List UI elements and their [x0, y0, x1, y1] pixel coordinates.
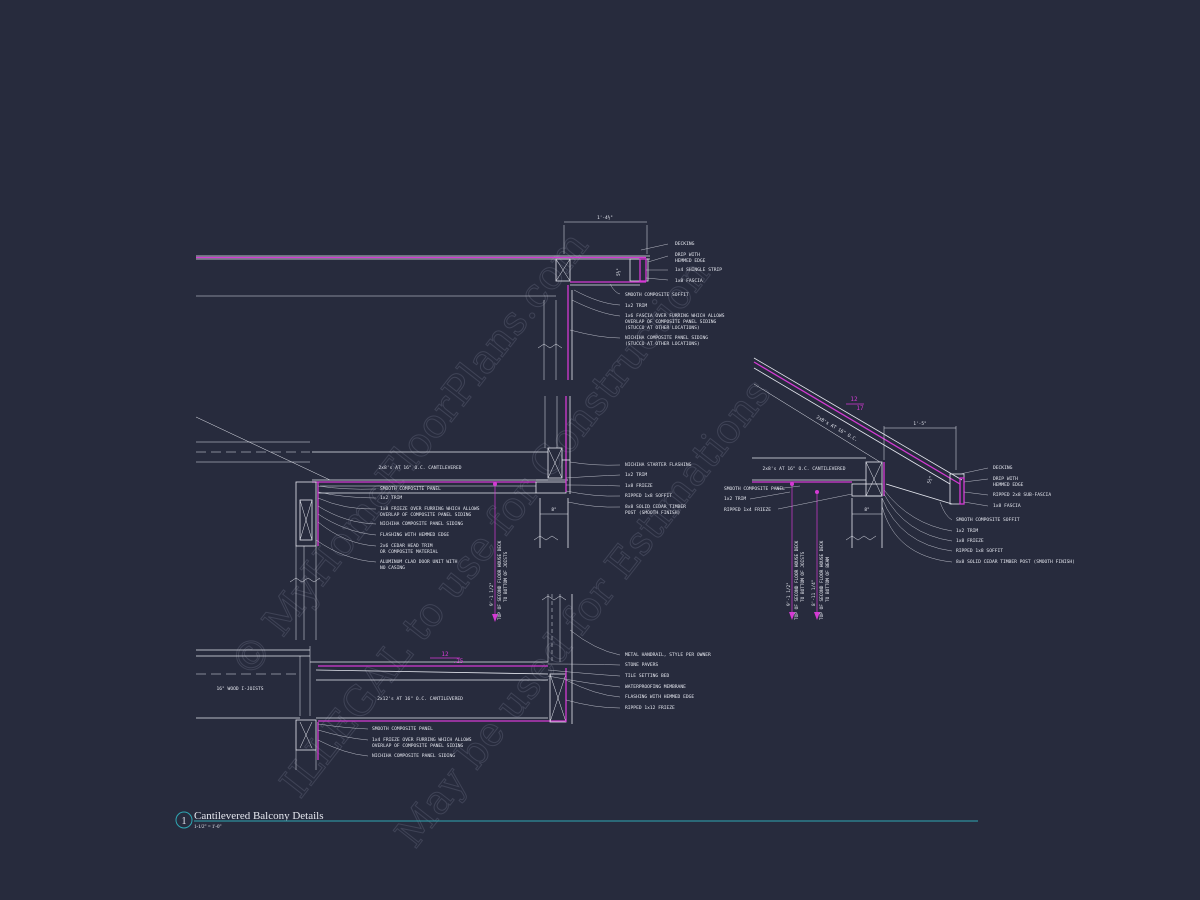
right-right-labels: DECKING DRIP WITH HEMMED EDGE RIPPED 2x8…: [956, 465, 1075, 565]
label-hemmed-edge: HEMMED EDGE: [675, 258, 706, 264]
label-frieze-furring-1: 1x8 FRIEZE OVER FURRING WHICH ALLOWS: [380, 506, 480, 512]
middle-dim-post: 8": [551, 507, 556, 513]
label-head-trim-2: OR COMPOSITE MATERIAL: [380, 549, 438, 555]
label-trim: 1x2 TRIM: [625, 303, 647, 309]
top-labels: DECKING DRIP WITH HEMMED EDGE 1x4 SHINGL…: [625, 241, 725, 347]
label-r-trim: 1x2 TRIM: [956, 528, 978, 534]
label-r-sub-fascia: RIPPED 2x8 SUB-FASCIA: [993, 492, 1051, 498]
label-stone-pavers: STONE PAVERS: [625, 662, 658, 668]
top-eave-detail: 1'-4½" 5½" DECKING DRIP WITH HEMMED EDGE…: [196, 214, 725, 380]
label-nichiha-2: (STUCCO AT OTHER LOCATIONS): [625, 341, 700, 347]
label-frieze-furring-b2: OVERLAP OF COMPOSITE PANEL SIDING: [372, 743, 464, 749]
right-slope-run: 17: [856, 405, 864, 412]
middle-joist-label: 2x8's AT 16" O.C. CANTILEVERED: [379, 465, 462, 471]
label-head-trim-1: 2x6 CEDAR HEAD TRIM: [380, 543, 433, 549]
label-smooth-panel-b: SMOOTH COMPOSITE PANEL: [372, 726, 433, 732]
label-drip: DRIP WITH: [675, 252, 700, 258]
right-dim-fascia: 5½": [925, 475, 934, 485]
title-block: 1 Cantilevered Balcony Details 1-1/2" = …: [175, 810, 978, 830]
middle-right-labels: NICHIHA STARTER FLASHING 1x2 TRIM 1x8 FR…: [625, 462, 692, 516]
middle-vertical-note-1: TOP OF SECOND FLOOR HOUSE DECK: [497, 540, 503, 620]
right-vertical-note-1b: TO BOTTOM OF JOISTS: [800, 551, 806, 602]
label-fascia: 1x8 FASCIA: [675, 278, 703, 284]
label-r-trim: 1x2 TRIM: [724, 496, 746, 502]
label-shingle-strip: 1x4 SHINGLE STRIP: [675, 267, 722, 273]
label-ripped-soffit: RIPPED 1x8 SOFFIT: [625, 493, 672, 499]
middle-vertical-dim: 9'-1 1/2": [489, 582, 495, 606]
right-vertical-dim-2: 8'-11 1/4": [811, 580, 817, 606]
right-vertical-dim-1: 9'-1 1/2": [786, 582, 792, 606]
label-frieze-furring-b1: 1x4 FRIEZE OVER FURRING WHICH ALLOWS: [372, 737, 472, 743]
label-tile-bed: TILE SETTING BED: [625, 673, 669, 679]
label-nichiha-1: NICHIHA COMPOSITE PANEL SIDING: [625, 335, 708, 341]
label-waterproofing: WATERPROOFING MEMBRANE: [625, 684, 686, 690]
label-r-decking: DECKING: [993, 465, 1013, 471]
bottom-slope-run: .25: [453, 658, 464, 665]
label-cedar-post-1: 8x8 SOLID CEDAR TIMBER: [625, 504, 686, 510]
right-dim-post: 8": [864, 507, 869, 513]
label-r-hemmed-edge: HEMMED EDGE: [993, 482, 1024, 488]
right-vertical-note-2a: TOP OF SECOND FLOOR HOUSE DECK: [819, 540, 825, 620]
label-r-soffit: SMOOTH COMPOSITE SOFFIT: [956, 517, 1020, 523]
top-dim-overhang: 1'-4½": [597, 214, 613, 221]
middle-balcony-detail: 2x8's AT 16" O.C. CANTILEVERED 8" 9'-1 1…: [195, 396, 692, 640]
label-nichiha-siding-b: NICHIHA COMPOSITE PANEL SIDING: [372, 753, 455, 759]
right-vertical-note-1a: TOP OF SECOND FLOOR HOUSE DECK: [794, 540, 800, 620]
label-r-frieze: 1x8 FRIEZE: [956, 538, 984, 544]
iwood-label: 16" WOOD I-JOISTS: [216, 686, 263, 692]
label-r-smooth-panel: SMOOTH COMPOSITE PANEL: [724, 486, 785, 492]
bottom-left-labels: SMOOTH COMPOSITE PANEL 1x4 FRIEZE OVER F…: [372, 726, 472, 759]
label-door-unit-1: ALUMINUM CLAD DOOR UNIT WITH: [380, 559, 458, 565]
label-r-ripped-soffit: RIPPED 1x8 SOFFIT: [956, 548, 1003, 554]
bottom-slope-rise: 12: [441, 651, 449, 658]
label-starter-flashing: NICHIHA STARTER FLASHING: [625, 462, 692, 468]
label-decking: DECKING: [675, 241, 695, 247]
label-r-drip: DRIP WITH: [993, 476, 1018, 482]
label-fascia-furring-2: OVERLAP OF COMPOSITE PANEL SIDING: [625, 319, 717, 325]
label-frieze-1x8: 1x8 FRIEZE: [625, 483, 653, 489]
label-trim: 1x2 TRIM: [380, 495, 402, 501]
drawing-scale: 1-1/2" = 1'-0": [194, 825, 222, 830]
right-rafter-label: 2x8's AT 16" O.C.: [815, 415, 859, 444]
right-slope-rise: 12: [850, 396, 858, 403]
label-soffit: SMOOTH COMPOSITE SOFFIT: [625, 292, 689, 298]
right-dim-overhang: 1'-5": [913, 421, 926, 427]
detail-number-bubble: [175, 811, 193, 829]
label-r-cedar-post: 8x8 SOLID CEDAR TIMBER POST (SMOOTH FINI…: [956, 559, 1075, 565]
top-dim-fascia: 5½": [615, 268, 622, 276]
label-fascia-furring-1: 1x6 FASCIA OVER FURRING WHICH ALLOWS: [625, 313, 725, 319]
label-ripped-frieze: RIPPED 1x12 FRIEZE: [625, 705, 675, 711]
bottom-right-labels: METAL HANDRAIL, STYLE PER OWNER STONE PA…: [625, 652, 711, 711]
label-nichiha-siding: NICHIHA COMPOSITE PANEL SIDING: [380, 521, 463, 527]
label-frieze-furring-2: OVERLAP OF COMPOSITE PANEL SIDING: [380, 512, 472, 518]
label-r-fascia: 1x8 FASCIA: [993, 503, 1021, 509]
label-door-unit-2: NO CASING: [380, 565, 405, 571]
label-handrail: METAL HANDRAIL, STYLE PER OWNER: [625, 652, 711, 658]
label-flashing: FLASHING WITH HEMMED EDGE: [380, 532, 449, 538]
detail-number: 1: [182, 816, 187, 827]
bottom-balcony-detail: 16" WOOD I-JOISTS 12 .25 2x12's AT 16" O…: [196, 594, 711, 770]
bottom-joist-label: 2x12's AT 16" O.C. CANTILEVERED: [377, 696, 463, 702]
label-r-ripped-frieze: RIPPED 1x4 FRIEZE: [724, 507, 771, 513]
label-smooth-panel: SMOOTH COMPOSITE PANEL: [380, 486, 441, 492]
right-joist-label: 2x8's AT 16" O.C. CANTILEVERED: [763, 466, 846, 472]
middle-left-labels: SMOOTH COMPOSITE PANEL 1x2 TRIM 1x8 FRIE…: [380, 486, 480, 571]
right-left-labels: SMOOTH COMPOSITE PANEL 1x2 TRIM RIPPED 1…: [724, 486, 785, 513]
label-cedar-post-2: POST (SMOOTH FINISH): [625, 510, 680, 516]
middle-vertical-note-2: TO BOTTOM OF JOISTS: [503, 551, 509, 602]
right-vertical-note-2b: TO BOTTOM OF BEAM: [825, 557, 831, 602]
drawing-title: Cantilevered Balcony Details: [194, 810, 324, 822]
label-fascia-furring-3: (STUCCO AT OTHER LOCATIONS): [625, 325, 700, 331]
label-flashing-hemmed: FLASHING WITH HEMMED EDGE: [625, 694, 694, 700]
label-trim-1x2: 1x2 TRIM: [625, 472, 647, 478]
